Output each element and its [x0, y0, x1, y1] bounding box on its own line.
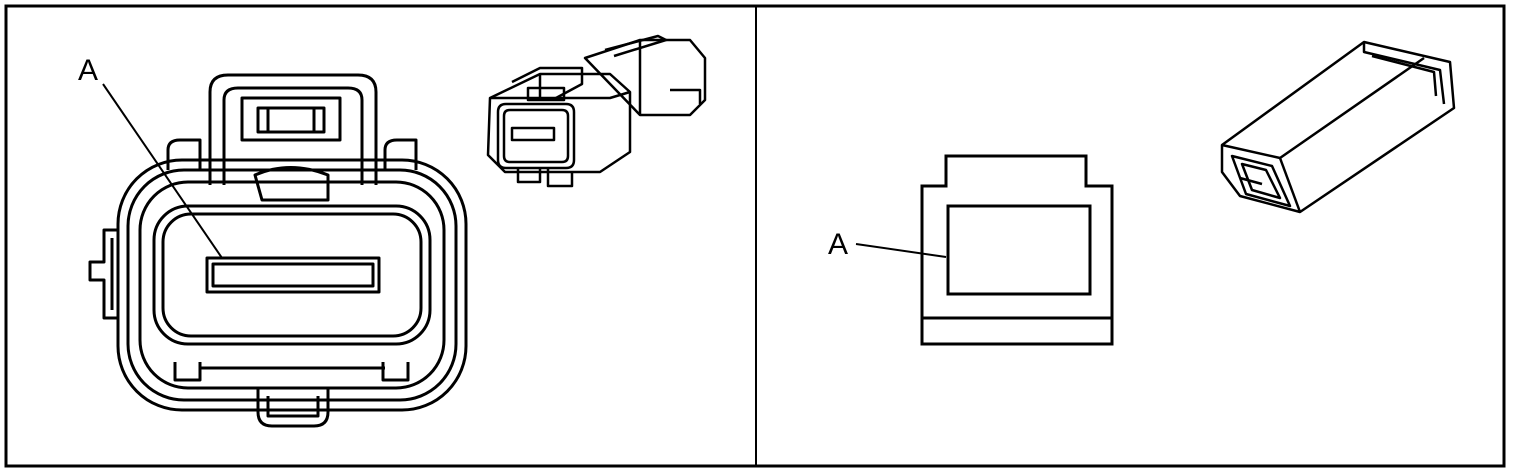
connector-isometric-view: [486, 34, 707, 188]
terminal-outline: [920, 154, 1114, 346]
right-panel: [855, 40, 1456, 346]
terminal-face-inner: [161, 212, 423, 338]
terminal-front-view: [920, 154, 1114, 346]
latch-window-inner: [256, 106, 326, 134]
iso-front-body: [486, 72, 632, 174]
callout-leader-left: [102, 83, 223, 259]
terminal-iso-opening: [1230, 154, 1292, 208]
callout-leader-right: [855, 243, 947, 258]
iso-face: [496, 102, 576, 170]
callout-label-right: A: [828, 228, 848, 261]
terminal-iso-body: [1220, 40, 1456, 214]
terminal-face: [152, 204, 432, 346]
latch-ramp: [253, 166, 330, 202]
callout-label-left: A: [78, 54, 98, 87]
iso-slot: [510, 126, 556, 142]
connector-face-view: [88, 73, 468, 428]
terminal-isometric-view: [1220, 40, 1456, 214]
iso-rear-body: [583, 38, 707, 117]
left-panel: [88, 34, 707, 428]
top-latch-inner: [222, 86, 364, 185]
terminal-window: [946, 204, 1092, 296]
terminal-slot: [205, 256, 381, 294]
body-outer: [116, 158, 468, 412]
side-lock-tab: [88, 228, 118, 320]
bottom-tab: [256, 388, 330, 428]
latch-window: [240, 96, 342, 142]
terminal-slot-inner: [211, 262, 375, 288]
iso-latch: [511, 66, 584, 100]
top-latch-housing: [208, 73, 378, 185]
body-ring-2: [126, 168, 458, 402]
body-ring-3: [138, 180, 446, 390]
